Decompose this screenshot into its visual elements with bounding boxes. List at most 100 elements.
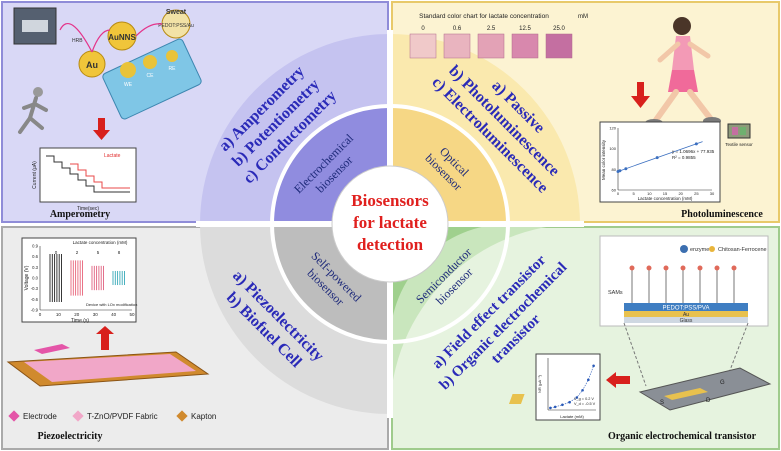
piezo-xtick-1: 10: [56, 312, 62, 317]
piezo-ytick-1: 0.6: [32, 254, 38, 259]
arrow-left-icon: [606, 372, 630, 388]
runner-figure: [18, 87, 48, 134]
sam-head-0: [629, 265, 635, 271]
layer-glass-label: Glass: [680, 318, 693, 324]
layer-glass: [624, 317, 748, 323]
piezo-xlabel: Time (s): [71, 318, 89, 324]
pl-xtick-6: 30: [710, 191, 715, 196]
legend-label-2: Kapton: [191, 412, 216, 421]
electrode-we: [120, 62, 136, 78]
swatch-1: [443, 33, 471, 59]
hrb-label: HRB: [72, 38, 83, 44]
textile-sensor-dot-1: [732, 127, 738, 135]
piezo-ytick-5: -0.6: [31, 297, 39, 302]
pl-r2: R² = 0.9855: [672, 155, 696, 160]
layer-au: [624, 311, 748, 317]
piezo-group-label-2: 5: [97, 250, 100, 255]
caption-amperometry: Amperometry: [50, 209, 110, 220]
arrow-down-icon: [631, 82, 650, 108]
piezo-title: Lactate concentration (mM): [73, 240, 128, 245]
aunns-label: AuNNS: [108, 33, 136, 42]
amperometry-trace: [46, 155, 130, 193]
amperometry-xlabel: Time(sec): [77, 206, 99, 212]
ring-semiconductor: [390, 224, 580, 414]
amperometry-inset: [39, 147, 137, 203]
legend-swatch-2: [176, 410, 188, 422]
textile-sensor-dot-2: [740, 127, 746, 135]
pedot-label: PEDOT:PSS/Au: [158, 23, 194, 29]
pl-ytick-1: 80: [612, 167, 617, 172]
piezo-group-label-1: 2: [76, 250, 79, 255]
amperometry-trace-2: [70, 163, 130, 189]
we-label: WE: [124, 82, 133, 88]
swatch-value-3: 12.5: [519, 26, 531, 32]
au-label: Au: [86, 60, 98, 70]
chitosan-label: Chitosan-Ferrocene: [718, 247, 767, 253]
piezo-xtick-0: 0: [39, 312, 42, 317]
connector-3: [135, 23, 163, 37]
piezo-ytick-0: 0.9: [32, 244, 38, 249]
piezo-ytick-6: -0.9: [31, 308, 39, 313]
swatch-value-0: 0: [421, 26, 425, 32]
oect-point-1: [553, 405, 557, 409]
sam-head-5: [714, 265, 720, 271]
pl-point-3: [655, 156, 659, 160]
piezo-group-label-0: 0: [55, 250, 58, 255]
layer-pedot-label: PEDOT:PSS/PVA: [663, 306, 710, 312]
zoom-line-1: [623, 322, 647, 387]
piezo-note: Device with LOx modification: [86, 302, 137, 307]
oect-point-7: [592, 364, 595, 368]
layer-au-label: Au: [683, 312, 689, 318]
amperometry-legend: Lactate: [104, 153, 121, 159]
pl-xlabel: Lactate concentration (mM): [638, 196, 693, 201]
oect-inset: [535, 353, 601, 421]
pl-ytick-2: 100: [609, 146, 616, 151]
oect-ylabel: NR (μA⁻¹): [537, 374, 542, 393]
center-title-2: for lactate: [353, 213, 427, 232]
pl-xtick-3: 15: [663, 191, 668, 196]
oect-point-2: [561, 403, 564, 407]
piezo-xtick-5: 50: [129, 312, 135, 317]
sam-head-6: [731, 265, 737, 271]
sam-head-2: [663, 265, 669, 271]
pl-ylabel: Mean color intensity: [601, 139, 606, 180]
oect-channel: [664, 388, 708, 400]
amperometry-illustration: Au AuNNS Sweat PEDOT:PSS/Au HRB WE CE RE: [13, 7, 202, 212]
pl-xtick-5: 25: [694, 191, 699, 196]
textile-sensor-label: Textile sensor: [725, 142, 753, 147]
piezo-ytick-2: 0.3: [32, 265, 38, 270]
sam-chains: [629, 265, 737, 303]
connector-2: [91, 29, 111, 53]
color-chart-unit: mM: [578, 14, 588, 20]
sweat-label: Sweat: [166, 9, 187, 16]
caption-piezoelectricity: Piezoelectricity: [38, 431, 103, 442]
pad-gate-label: G: [720, 380, 725, 386]
legend-label-1: T-ZnO/PVDF Fabric: [87, 412, 158, 421]
pl-ytick-3: 120: [609, 126, 616, 131]
center-title-3: detection: [357, 235, 424, 254]
piezo-illustration: Lactate concentration (mM)0.90.60.30.0-0…: [6, 237, 216, 422]
piezo-group-label-3: 8: [118, 250, 121, 255]
oect-note-1: V_d = -0.5 V: [574, 402, 596, 406]
oect-trend: [550, 365, 594, 409]
enzyme-label: enzyme: [690, 247, 709, 253]
oect-illustration: enzyme Chitosan-Ferrocene SAMs PEDOT:PSS…: [508, 235, 772, 421]
photolum-inset: [599, 121, 721, 203]
electrode-re: [166, 50, 178, 62]
pl-point-2: [624, 167, 628, 171]
pad-source: [508, 394, 525, 404]
pad-source-label: S: [660, 400, 664, 406]
oect-xlabel: Lactate (mM): [560, 414, 584, 419]
color-chart-title: Standard color chart for lactate concent…: [419, 13, 549, 20]
pl-fit-line: [617, 141, 703, 172]
piezo-xtick-2: 20: [74, 312, 80, 317]
device-photo-patch: [22, 20, 48, 32]
sams-label: SAMs: [608, 290, 623, 296]
swatch-value-2: 2.5: [487, 26, 496, 32]
sam-head-3: [680, 265, 686, 271]
